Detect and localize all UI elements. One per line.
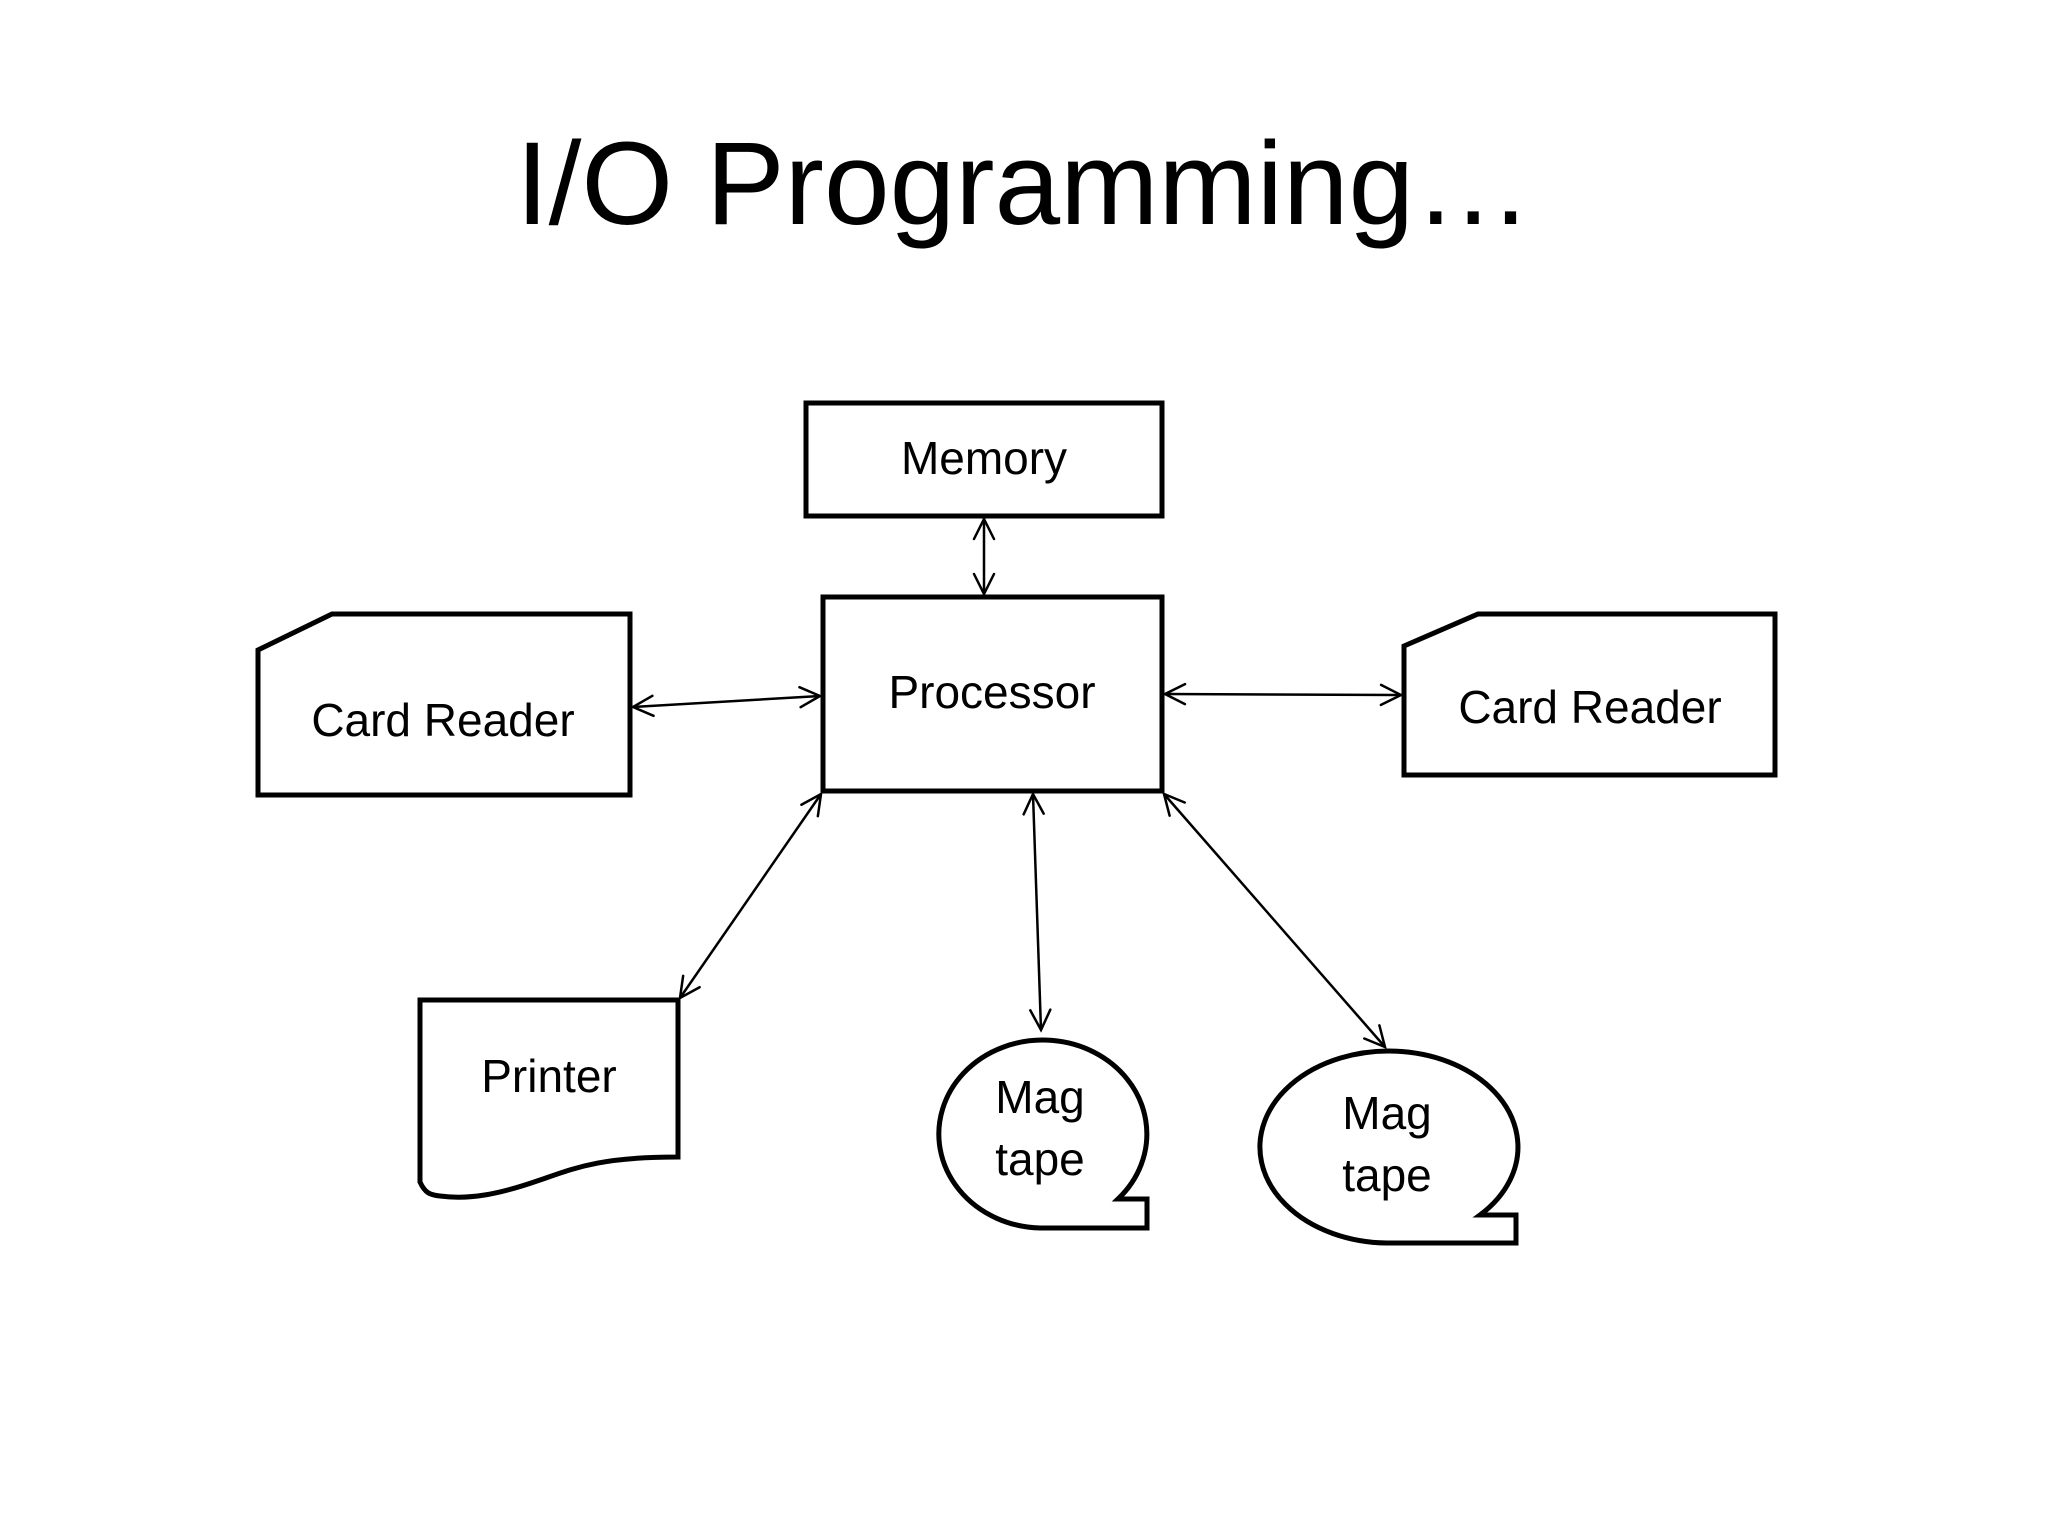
connector-processor-card-reader-right-arrowhead-start: [1162, 682, 1187, 706]
connector-processor-printer-arrowhead-start: [800, 791, 823, 818]
mag-tape-2-line2: tape: [1342, 1149, 1432, 1201]
connector-memory-processor-arrowhead-end: [972, 572, 996, 597]
connectors: [630, 516, 1404, 1050]
connector-memory-processor-arrowhead-start: [972, 516, 996, 541]
card-reader-left-label: Card Reader: [311, 694, 574, 746]
mag-tape-2-line1: Mag: [1342, 1087, 1431, 1139]
connector-processor-printer-arrowhead-end: [678, 974, 701, 1001]
printer-node: Printer: [417, 997, 681, 1200]
connector-processor-mag-tape-1-arrowhead-start: [1022, 791, 1045, 816]
mag-tape-1-line1: Mag: [995, 1071, 1084, 1123]
card-reader-right-label: Card Reader: [1458, 681, 1721, 733]
connector-processor-mag-tape-1-arrowhead-end: [1029, 1008, 1052, 1033]
connector-processor-card-reader-right: [1164, 692, 1402, 697]
connector-card-reader-left-processor-arrowhead-start: [630, 694, 655, 718]
connector-processor-card-reader-right-arrowhead-end: [1379, 683, 1404, 707]
connector-processor-printer: [678, 793, 823, 999]
connector-card-reader-left-processor: [632, 694, 821, 709]
card-reader-right-node: Card Reader: [1401, 611, 1778, 778]
memory-node: Memory: [803, 400, 1165, 519]
connector-processor-mag-tape-2: [1163, 793, 1386, 1048]
mag-tape-1-line2: tape: [995, 1133, 1085, 1185]
connector-card-reader-left-processor-arrowhead-end: [798, 685, 823, 709]
mag-tape-1-node: Mag tape: [936, 1037, 1150, 1231]
printer-label: Printer: [481, 1050, 616, 1102]
connector-processor-mag-tape-1: [1031, 793, 1043, 1031]
slide-title: I/O Programming…: [515, 118, 1533, 250]
connector-processor-mag-tape-2-arrowhead-start: [1162, 791, 1186, 817]
mag-tape-2-node: Mag tape: [1257, 1048, 1521, 1246]
card-reader-left-node: Card Reader: [255, 611, 633, 798]
processor-label: Processor: [888, 666, 1095, 718]
processor-node: Processor: [820, 594, 1165, 794]
memory-label: Memory: [901, 432, 1067, 484]
connector-processor-mag-tape-2-arrowhead-end: [1363, 1024, 1387, 1050]
